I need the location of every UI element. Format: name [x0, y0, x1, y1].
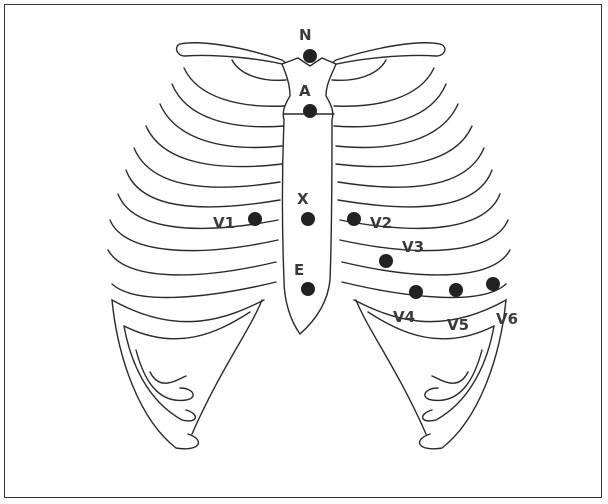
electrode-dot-E: [301, 282, 315, 296]
electrode-label-V5: V5: [447, 316, 469, 334]
electrode-label-V2: V2: [370, 214, 392, 232]
right-clavicle: [328, 43, 445, 66]
electrode-dot-V3: [379, 254, 393, 268]
electrode-dot-V5: [449, 283, 463, 297]
electrode-label-V4: V4: [393, 308, 415, 326]
electrode-V4: V4: [393, 285, 423, 326]
electrode-dot-V6: [486, 277, 500, 291]
electrode-V1: V1: [213, 212, 262, 232]
electrode-label-E: E: [294, 261, 304, 279]
electrode-label-V6: V6: [496, 310, 518, 328]
electrode-V5: V5: [447, 283, 469, 334]
electrode-dot-A: [303, 104, 317, 118]
electrode-V3: V3: [379, 238, 424, 268]
electrode-label-V3: V3: [402, 238, 424, 256]
electrode-dot-V2: [347, 212, 361, 226]
electrode-label-N: N: [299, 26, 312, 44]
electrode-dot-X: [301, 212, 315, 226]
electrode-label-A: A: [299, 82, 311, 100]
electrode-label-V1: V1: [213, 214, 235, 232]
electrode-label-X: X: [297, 190, 309, 208]
electrode-dot-V1: [248, 212, 262, 226]
left-ribs: [108, 68, 284, 449]
right-ribs: [334, 68, 510, 449]
electrode-dot-N: [303, 49, 317, 63]
electrode-N: N: [299, 26, 317, 63]
electrode-V2: V2: [347, 212, 392, 232]
electrode-dot-V4: [409, 285, 423, 299]
